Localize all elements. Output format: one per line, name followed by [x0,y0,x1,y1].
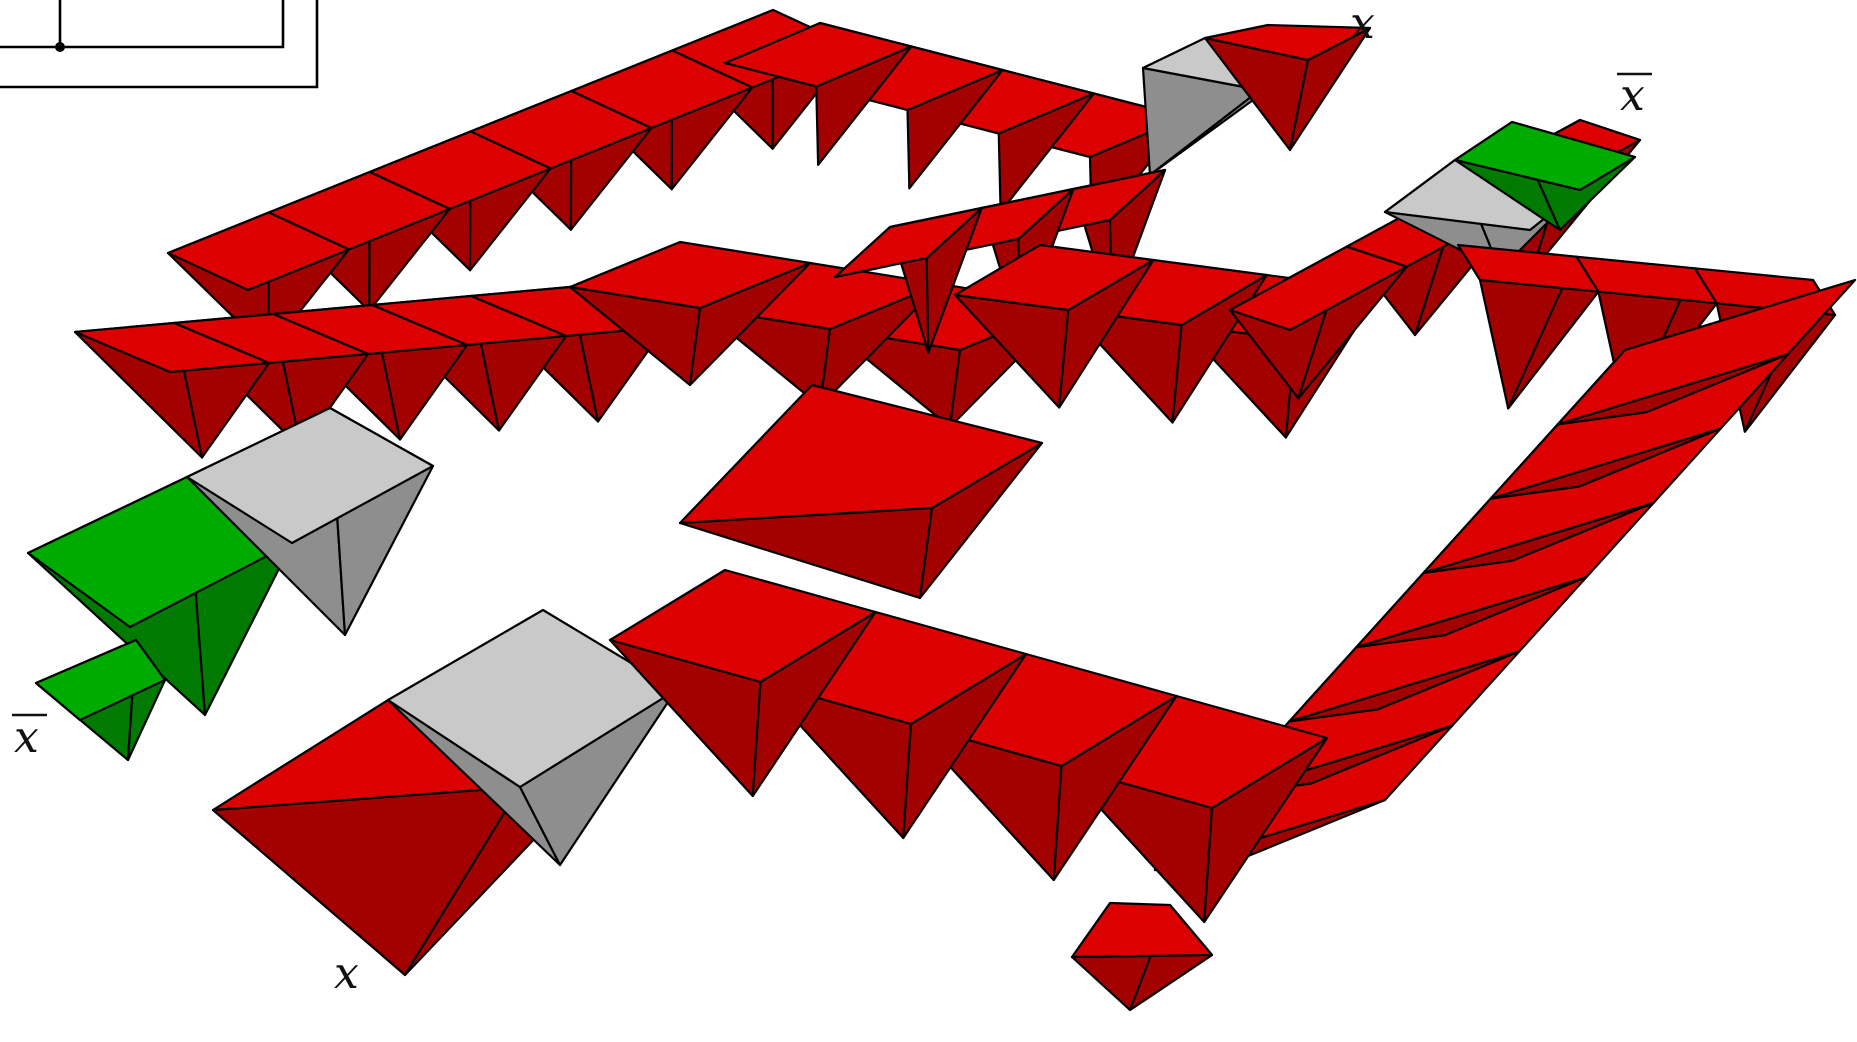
red-tile-top [1070,901,1214,959]
red-tile-top [953,243,1155,312]
top-right-xbar-label: x [1617,70,1652,121]
circuit-inset [0,0,319,89]
red-tile-top [1556,278,1857,426]
left-xbar-label: x [12,712,47,763]
gray-tile-top [185,406,435,545]
junction-dot-icon [55,42,65,52]
top-x-label: x [1350,0,1375,49]
red-tile-top [608,568,877,684]
red-tile-top [568,240,812,310]
svg-text:x: x [1620,70,1645,121]
red-tile-top [1203,23,1372,62]
svg-text:x: x [14,712,39,763]
bottom-x-label: x [334,948,359,999]
red-tile-top [678,383,1044,525]
red-tile-top [1456,243,1600,293]
green-tile-top [1453,120,1637,192]
green-tile-top [34,638,167,722]
svg-text:x: x [334,948,359,999]
svg-text:x: x [1350,0,1375,49]
tile-layer [26,8,1857,1012]
red-tile-top [833,206,983,279]
red-tile-top [723,21,913,88]
red-tile-top [166,211,350,292]
red-tile-top [73,321,271,374]
red-tile-top [1228,245,1408,332]
red-tile-top [1575,255,1718,305]
